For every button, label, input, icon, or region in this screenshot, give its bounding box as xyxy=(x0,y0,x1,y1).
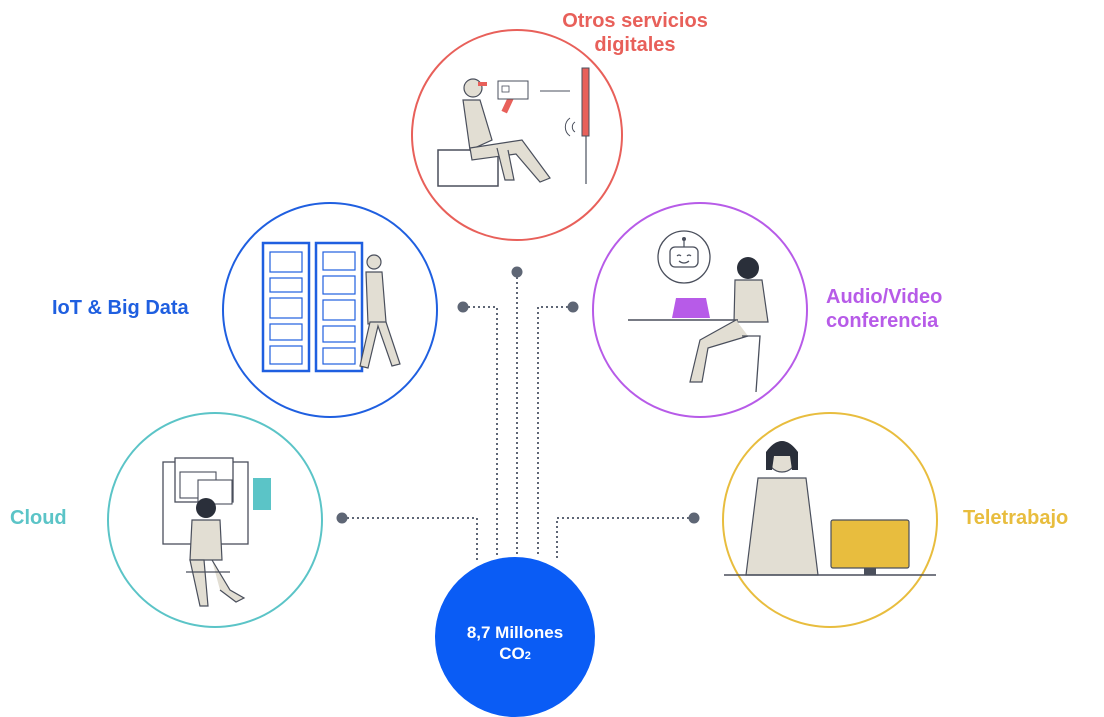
dot-iot xyxy=(457,301,469,313)
center-unit-main: CO xyxy=(499,644,525,663)
video-call-illustration xyxy=(628,230,769,393)
label-audio-line1: Audio/Video xyxy=(826,286,943,308)
circle-audio-video xyxy=(592,202,808,418)
center-unit: CO2 xyxy=(430,643,600,667)
center-unit-sub: 2 xyxy=(524,650,531,662)
connector-teletrabajo xyxy=(556,517,694,560)
connector-cloud xyxy=(342,517,478,560)
label-cloud: Cloud xyxy=(10,507,67,529)
circle-otros-servicios xyxy=(411,29,623,241)
connector-iot xyxy=(463,306,498,555)
label-audio-video: Audio/Video conferencia xyxy=(826,285,942,333)
center-co2-circle xyxy=(435,557,595,717)
remote-worker-illustration xyxy=(724,441,936,576)
circle-teletrabajo xyxy=(722,412,938,628)
center-value: 8,7 Millones xyxy=(466,623,564,642)
connector-dots xyxy=(336,266,700,524)
dot-cloud xyxy=(336,512,348,524)
connector-audio xyxy=(537,306,573,555)
label-teletrabajo: Teletrabajo xyxy=(963,507,1069,529)
circle-iot-big-data xyxy=(222,202,438,418)
center-label: 8,7 Millones CO2 xyxy=(430,622,600,667)
label-otros-line2: digitales xyxy=(594,34,676,56)
label-iot-big-data: IoT & Big Data xyxy=(52,297,189,319)
label-audio-line2: conferencia xyxy=(826,310,939,332)
circle-cloud xyxy=(107,412,323,628)
person-with-tablet-illustration xyxy=(437,67,590,187)
dot-teletrabajo xyxy=(688,512,700,524)
desk-computer-illustration xyxy=(162,457,271,607)
connectors xyxy=(342,272,694,560)
label-otros-line1: Otros servicios xyxy=(562,10,708,32)
dot-otros xyxy=(511,266,523,278)
server-racks-illustration xyxy=(261,241,401,373)
label-otros-servicios: Otros servicios digitales xyxy=(560,9,710,57)
dot-audio xyxy=(567,301,579,313)
